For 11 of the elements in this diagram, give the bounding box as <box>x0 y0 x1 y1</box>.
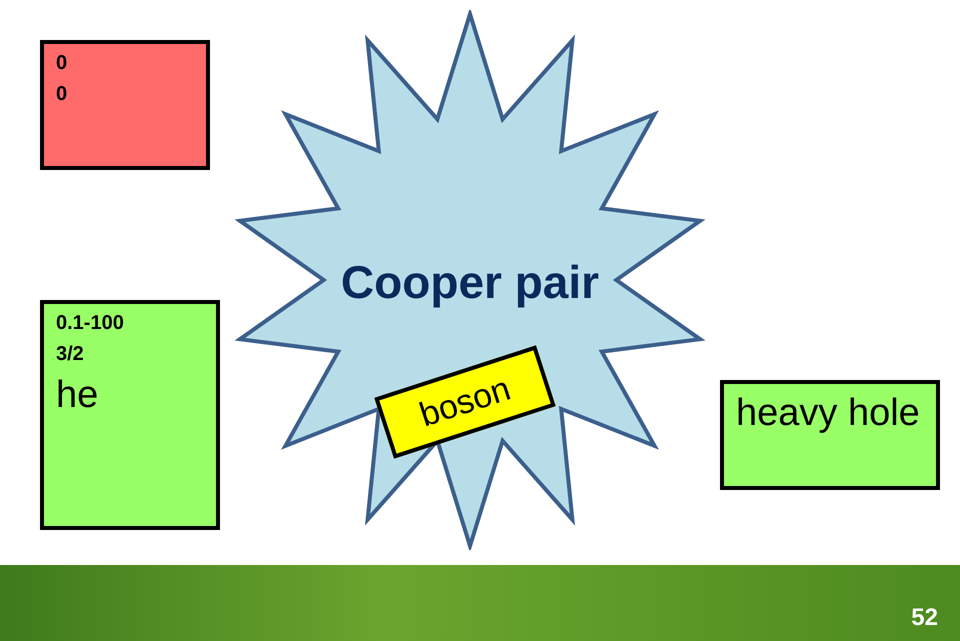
box-text: 0.1-100 <box>56 312 125 335</box>
box-text: 3/2 <box>56 343 85 366</box>
property-box <box>40 40 210 170</box>
property-box <box>720 380 940 490</box>
page-number: 52 <box>911 604 938 632</box>
box-text: he <box>56 374 100 417</box>
burst-title: Cooper pair <box>340 255 600 309</box>
property-box <box>40 300 220 530</box>
box-text: 0 <box>56 83 68 106</box>
box-text: heavy hole <box>736 392 921 435</box>
box-text: 0 <box>56 52 68 75</box>
